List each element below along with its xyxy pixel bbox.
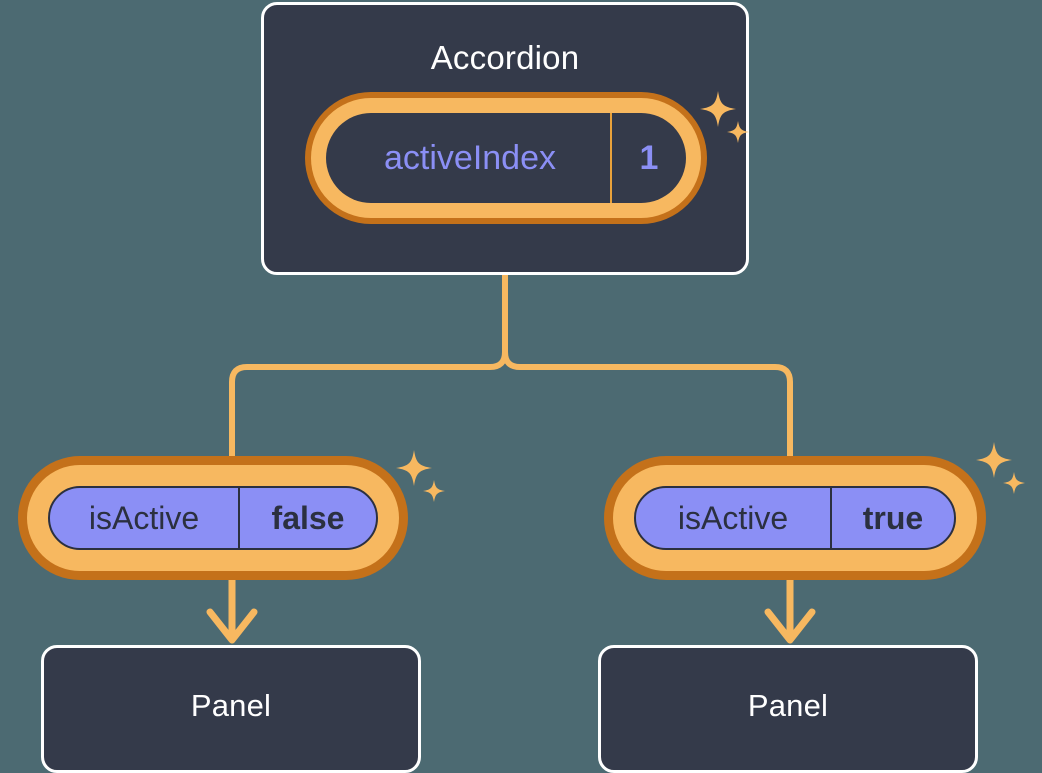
sparkle-icon-isactive-true xyxy=(972,432,1034,494)
prop-pill-isactive-true-body: isActive true xyxy=(634,486,956,550)
state-pill-activeindex-value: 1 xyxy=(639,138,659,177)
state-pill-activeindex-body: activeIndex 1 xyxy=(326,113,686,203)
prop-pill-isactive-true-ring: isActive true xyxy=(613,465,977,571)
prop-pill-isactive-true-value: true xyxy=(862,499,924,536)
prop-pill-isactive-true[interactable]: isActive true xyxy=(604,456,986,580)
prop-pill-isactive-false-ring: isActive false xyxy=(27,465,399,571)
component-title-accordion: Accordion xyxy=(430,39,580,76)
component-title-panel-right: Panel xyxy=(747,687,829,723)
component-node-panel-right[interactable]: Panel xyxy=(598,645,978,773)
state-pill-activeindex-key: activeIndex xyxy=(326,113,612,203)
arrow-head-right xyxy=(764,608,816,644)
state-pill-activeindex-ring: activeIndex 1 xyxy=(311,98,701,218)
connector-branch-right xyxy=(502,272,793,461)
prop-pill-isactive-false-key: isActive xyxy=(50,488,240,548)
prop-pill-isactive-true-key: isActive xyxy=(636,488,832,548)
component-node-panel-left[interactable]: Panel xyxy=(41,645,421,773)
arrow-head-left xyxy=(206,608,258,644)
prop-pill-isactive-false-body: isActive false xyxy=(48,486,378,550)
state-pill-activeindex[interactable]: activeIndex 1 xyxy=(305,92,707,224)
prop-pill-isactive-false-value: false xyxy=(271,499,345,536)
component-title-panel-left: Panel xyxy=(190,687,272,723)
prop-pill-isactive-false[interactable]: isActive false xyxy=(18,456,408,580)
connector-branch-left xyxy=(229,272,508,461)
